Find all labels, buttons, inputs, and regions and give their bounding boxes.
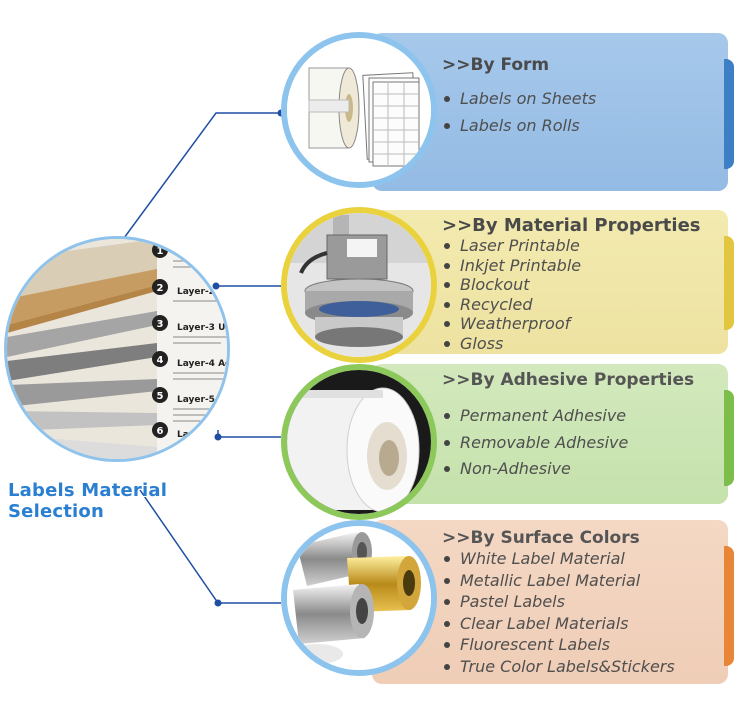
list-item: Pastel Labels — [442, 591, 728, 613]
metallic-rolls-image — [281, 520, 437, 676]
list-item: Gloss — [442, 334, 728, 354]
category-heading: >>By Form — [442, 55, 550, 75]
list-item: Non-Adhesive — [442, 456, 728, 483]
list-item: Weatherproof — [442, 314, 728, 334]
layer-6-label: Layer-6 — [177, 430, 215, 440]
category-heading: >>By Surface Colors — [442, 528, 640, 548]
connector-by-adhesive — [217, 430, 281, 438]
adhesive-roll-image — [281, 364, 437, 520]
category-items: Labels on Sheets Labels on Rolls — [442, 85, 728, 139]
list-item: Labels on Sheets — [442, 85, 728, 112]
layer-4-label: Layer-4 Adhesi — [177, 359, 230, 369]
panel-accent-edge — [724, 59, 734, 169]
label-layers-image: 1 2 3 4 5 6 7 Layer-2 Fa Layer-3 Under L… — [4, 236, 230, 462]
svg-text:5: 5 — [157, 391, 164, 402]
category-heading: >>By Adhesive Properties — [442, 370, 695, 390]
list-item: Clear Label Materials — [442, 613, 728, 635]
category-heading: >>By Material Properties — [442, 215, 701, 236]
layer-number-icons — [152, 242, 168, 459]
list-item: Labels on Rolls — [442, 112, 728, 139]
svg-text:3: 3 — [157, 319, 164, 330]
category-items: White Label Material Metallic Label Mate… — [442, 548, 728, 677]
list-item: Fluorescent Labels — [442, 634, 728, 656]
panel-accent-edge — [724, 236, 734, 330]
category-items: Permanent Adhesive Removable Adhesive No… — [442, 403, 728, 483]
list-item: Blockout — [442, 275, 728, 295]
svg-text:1: 1 — [157, 246, 164, 257]
list-item: Laser Printable — [442, 236, 728, 256]
layer-2-label: Layer-2 Fa — [177, 287, 230, 297]
load-cell-machine-image — [281, 207, 437, 363]
panel-accent-edge — [724, 390, 734, 486]
layer-3-label: Layer-3 Under — [177, 323, 230, 333]
svg-text:4: 4 — [157, 355, 164, 366]
label-sheets-rolls-image — [281, 32, 437, 188]
connector-by-form — [123, 112, 281, 239]
list-item: White Label Material — [442, 548, 728, 570]
svg-text:2: 2 — [157, 283, 164, 294]
list-item: Permanent Adhesive — [442, 403, 728, 430]
list-item: Removable Adhesive — [442, 430, 728, 457]
diagram-title: Labels Material Selection — [8, 480, 168, 522]
list-item: Inkjet Printable — [442, 256, 728, 276]
list-item: Recycled — [442, 295, 728, 315]
category-items: Laser Printable Inkjet Printable Blockou… — [442, 236, 728, 354]
list-item: True Color Labels&Stickers — [442, 656, 728, 678]
svg-text:6: 6 — [157, 426, 164, 437]
layer-5-label: Layer-5 Relea — [177, 395, 230, 405]
list-item: Metallic Label Material — [442, 570, 728, 592]
panel-accent-edge — [724, 546, 734, 666]
